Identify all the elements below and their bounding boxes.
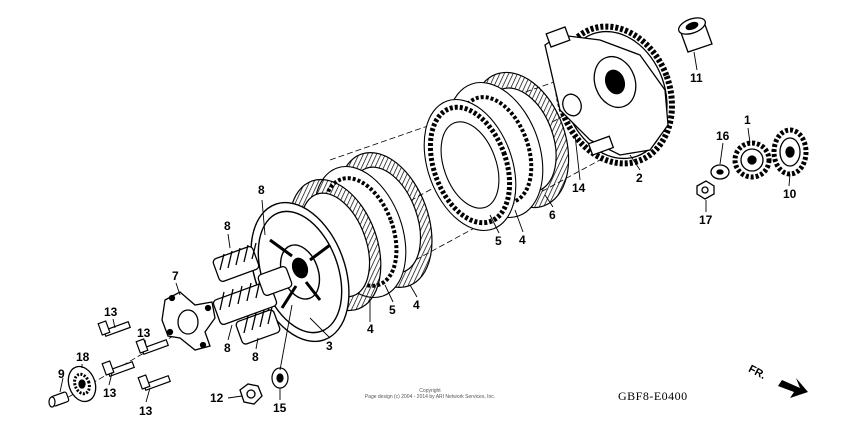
diagram-code: GBF8-E0400	[618, 389, 688, 403]
copyright-line-2: Page design (c) 2004 - 2014 by ARI Netwo…	[364, 394, 496, 400]
copyright-line-1: Copyright	[419, 388, 441, 394]
bolts-13	[97, 320, 172, 392]
lifter-piece-9	[48, 391, 70, 408]
clutch-springs	[212, 242, 293, 345]
washer-16	[710, 164, 730, 180]
callout-8-upper: 8	[224, 219, 231, 233]
lock-nut-12	[239, 383, 263, 405]
callout-13-a: 13	[104, 305, 118, 319]
callout-6: 6	[549, 208, 556, 222]
callout-17: 17	[699, 213, 713, 227]
callout-3: 3	[326, 339, 333, 353]
front-direction-arrow	[778, 378, 808, 398]
callout-8-right: 8	[252, 350, 259, 364]
callout-5-lower: 5	[389, 303, 396, 317]
callout-4-upper: 4	[519, 233, 526, 247]
callout-11: 11	[690, 71, 703, 85]
callout-4-lower-right: 4	[413, 298, 420, 312]
callout-5-upper: 5	[495, 234, 502, 248]
callout-10: 10	[783, 187, 797, 201]
leader-lines	[59, 51, 791, 403]
bolt-d	[137, 374, 172, 392]
callout-4-lower-left: 4	[367, 322, 374, 336]
bearing-18	[67, 365, 97, 403]
spring-top-right	[257, 266, 293, 296]
friction-disc-5-upper	[423, 98, 517, 232]
drive-gear-1	[732, 140, 772, 180]
nut-17	[696, 180, 715, 200]
callout-13-c: 13	[103, 386, 117, 400]
bolt-c	[101, 360, 136, 378]
callout-16: 16	[716, 129, 730, 143]
clutch-lifter-plate	[161, 291, 216, 351]
callout-12: 12	[210, 391, 224, 405]
callout-15: 15	[273, 401, 287, 415]
callout-8-top: 8	[258, 183, 265, 197]
collar-11	[677, 17, 713, 53]
callout-8-left: 8	[224, 341, 231, 355]
callout-14: 14	[572, 181, 586, 195]
bolt-a	[97, 320, 132, 338]
clutch-outer-housing	[544, 23, 675, 167]
callout-18: 18	[76, 350, 90, 364]
lock-washer-15	[271, 367, 289, 389]
callout-1: 1	[744, 113, 751, 127]
copyright-notice: Copyright Page design (c) 2004 - 2014 by…	[330, 388, 530, 400]
callout-13-b: 13	[137, 326, 151, 340]
callout-9: 9	[58, 367, 65, 381]
callout-7: 7	[172, 269, 179, 283]
callout-2: 2	[636, 171, 643, 185]
bolt-b	[135, 338, 170, 356]
spring-lower	[235, 306, 281, 345]
gear-10	[771, 127, 809, 177]
spring-upper	[212, 242, 260, 282]
callout-13-d: 13	[139, 404, 153, 418]
